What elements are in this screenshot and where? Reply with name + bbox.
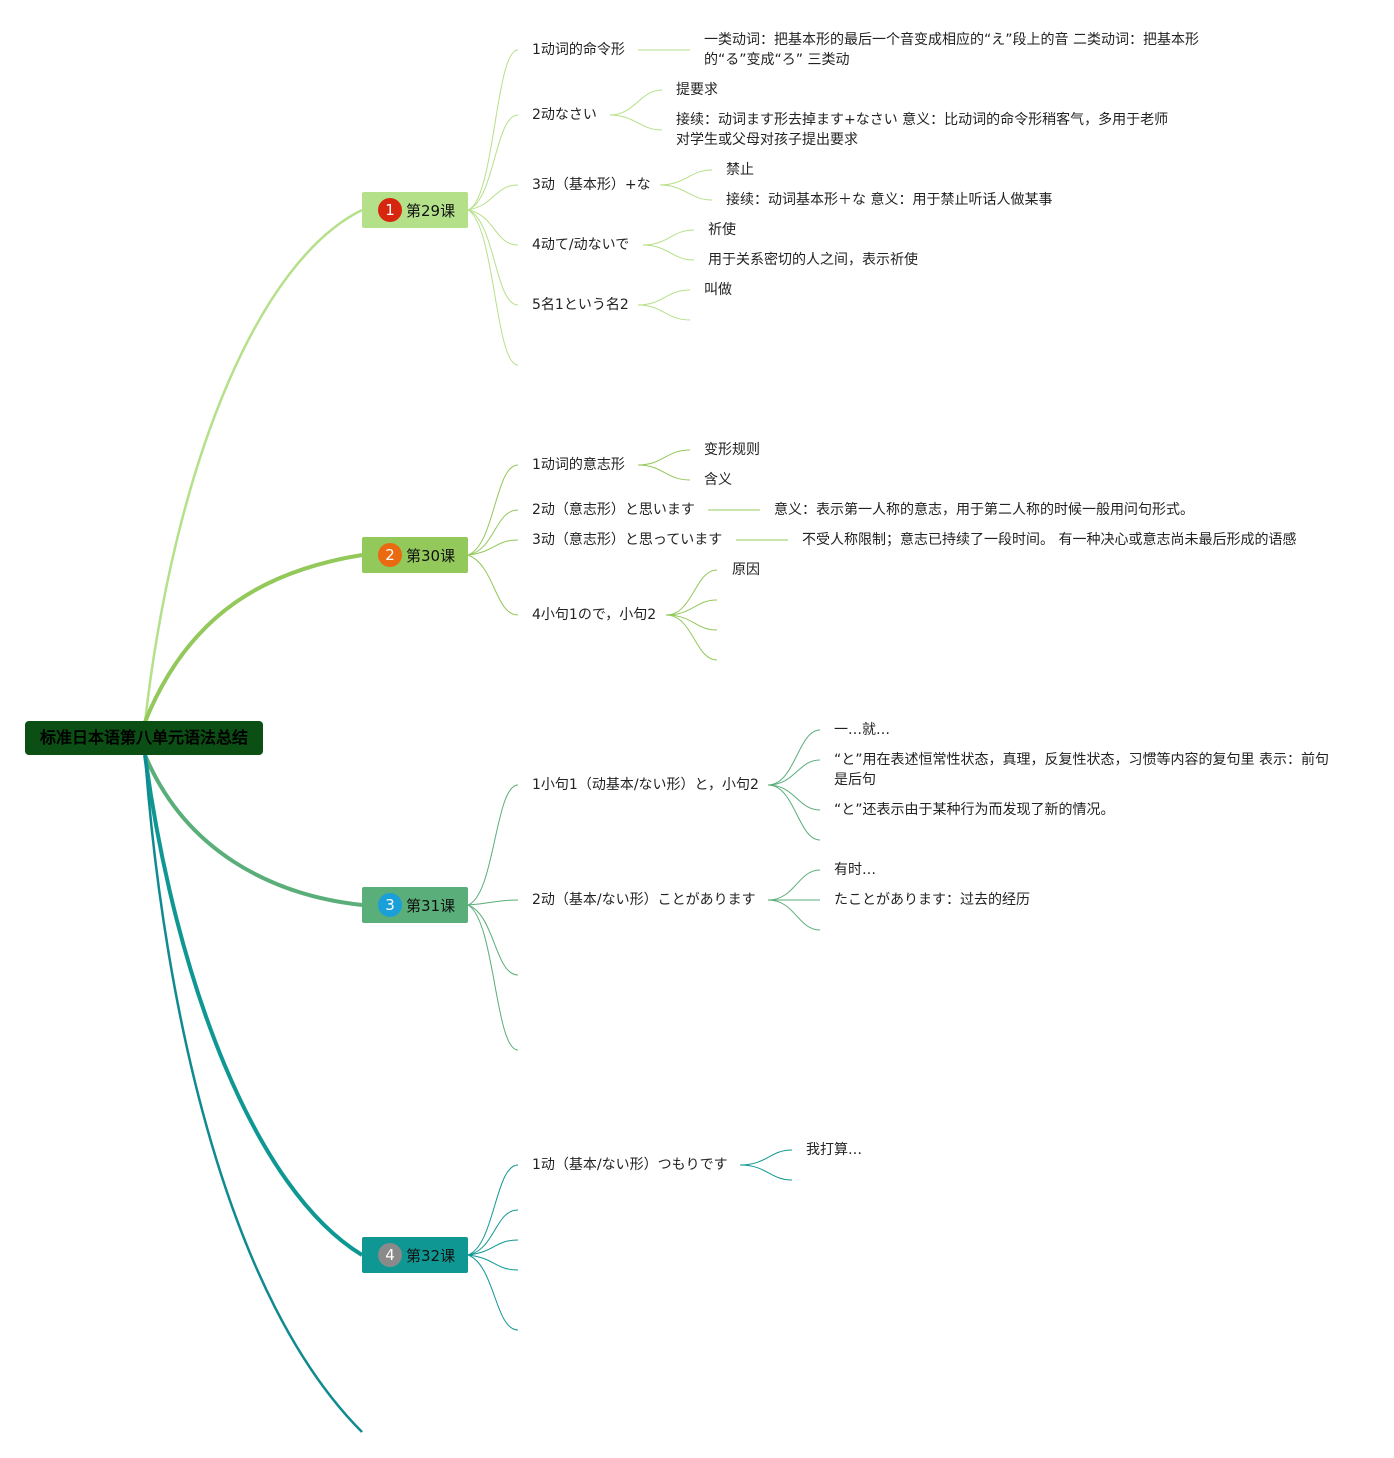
topic-detail[interactable]: “と”用在表述恒常性状态，真理，反复性状态，习惯等内容的复句里 表示：前句是后句 — [834, 752, 1329, 788]
topic-detail[interactable]: 提要求 — [676, 82, 718, 98]
badge-2-icon: 2 — [378, 543, 402, 567]
lesson-30-node[interactable]: 2 第30课 — [362, 537, 468, 573]
lesson-title: 第32课 — [406, 1246, 456, 1265]
topic-detail[interactable]: 意义：表示第一人称的意志，用于第二人称的时候一般用问句形式。 — [774, 502, 1194, 518]
topic-detail[interactable]: 叫做 — [704, 282, 732, 298]
topic-item[interactable]: 4小句1ので，小句2 — [532, 607, 657, 623]
root-title: 标准日本语第八单元语法总结 — [39, 728, 248, 747]
topic-detail[interactable]: “と”还表示由于某种行为而发现了新的情况。 — [834, 802, 1115, 818]
topic-detail[interactable]: 一…就… — [834, 722, 890, 738]
topic-detail[interactable]: 有时… — [834, 862, 876, 878]
topic-detail[interactable]: 含义 — [704, 472, 732, 488]
topic-item[interactable]: 1动（基本/ない形）つもりです — [532, 1157, 728, 1173]
topic-detail[interactable]: 用于关系密切的人之间，表示祈使 — [708, 252, 918, 268]
topic-detail[interactable]: 禁止 — [726, 162, 754, 178]
lesson-29-node[interactable]: 1 第29课 — [362, 192, 468, 228]
topic-item[interactable]: 5名1という名2 — [532, 297, 629, 313]
badge-4-icon: 4 — [378, 1243, 402, 1267]
topic-item[interactable]: 1小句1（动基本/ない形）と，小句2 — [532, 777, 759, 793]
topic-detail[interactable]: 接续：动词基本形＋な 意义：用于禁止听话人做某事 — [726, 192, 1053, 208]
topic-item[interactable]: 1动词的命令形 — [532, 42, 625, 58]
topic-item[interactable]: 1动词的意志形 — [532, 457, 625, 473]
topic-detail[interactable]: 我打算… — [806, 1142, 862, 1158]
badge-1-icon: 1 — [378, 198, 402, 222]
topic-detail[interactable]: たことがあります：过去的经历 — [834, 892, 1030, 908]
lesson-31-node[interactable]: 3 第31课 — [362, 887, 468, 923]
lesson-title: 第29课 — [406, 201, 456, 220]
topic-detail[interactable]: 不受人称限制；意志已持续了一段时间。 有一种决心或意志尚未最后形成的语感 — [802, 532, 1297, 548]
topic-detail[interactable]: 原因 — [732, 562, 760, 578]
topic-item[interactable]: 3动（意志形）と思っています — [532, 532, 723, 548]
badge-3-icon: 3 — [378, 893, 402, 917]
topic-detail[interactable]: 接续：动词ます形去掉ます+なさい 意义：比动词的命令形稍客气，多用于老师对学生或… — [676, 112, 1169, 148]
topic-item[interactable]: 2动（意志形）と思います — [532, 502, 695, 518]
topic-item[interactable]: 2动なさい — [532, 107, 597, 123]
lesson-title: 第30课 — [406, 546, 456, 565]
topic-item[interactable]: 2动（基本/ない形）ことがあります — [532, 892, 756, 908]
root-topic[interactable]: 标准日本语第八单元语法总结 — [25, 721, 263, 755]
lesson-32-node[interactable]: 4 第32课 — [362, 1237, 468, 1273]
topic-detail[interactable]: 祈使 — [708, 222, 736, 238]
topic-item[interactable]: 3动（基本形）+な — [532, 177, 651, 193]
lesson-title: 第31课 — [406, 896, 456, 915]
topic-item[interactable]: 4动て/动ないで — [532, 237, 630, 253]
topic-detail[interactable]: 一类动词：把基本形的最后一个音变成相应的“え”段上的音 二类动词：把基本形的“る… — [704, 32, 1199, 68]
topic-detail[interactable]: 变形规则 — [704, 442, 760, 458]
